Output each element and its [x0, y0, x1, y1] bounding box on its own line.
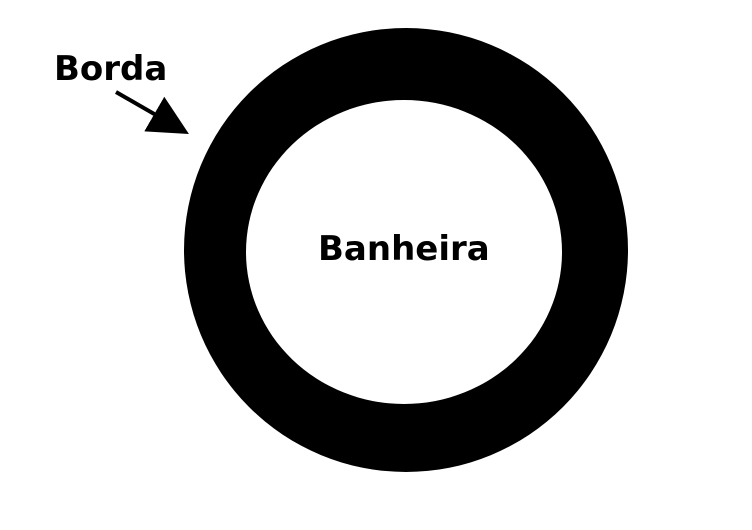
inner-basin — [246, 100, 562, 404]
rim-label: Borda — [54, 49, 168, 89]
rim-pointer-arrow — [115, 90, 189, 134]
tub-label: Banheira — [318, 229, 490, 269]
